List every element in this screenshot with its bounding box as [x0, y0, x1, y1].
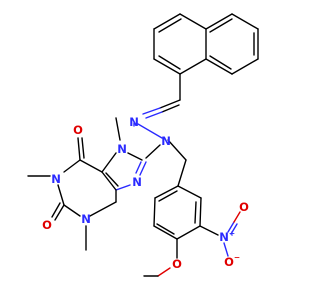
n3-label: N	[81, 212, 91, 226]
nitro-nitrogen-charge: +	[229, 229, 235, 238]
nitro-nitrogen-label: N	[219, 230, 229, 244]
naphthalene-group	[153, 13, 259, 75]
methine-linker	[142, 73, 181, 119]
molecule-structure-diagram: N N N N N N O O N + O O − O	[27, 13, 259, 277]
c6-carbonyl-oxygen-label: O	[73, 123, 83, 137]
imine-nitrogen-label: N	[129, 115, 139, 129]
n7-label: N	[117, 142, 127, 156]
n1-label: N	[51, 172, 61, 186]
nitro-methoxy-benzyl-group	[143, 139, 241, 277]
nitro-oxygen-bottom-label: O	[224, 255, 234, 269]
c2-carbonyl-oxygen-label: O	[42, 218, 52, 232]
atom-labels: N N N N N N O O N + O O − O	[42, 115, 249, 271]
nitro-oxygen-top-label: O	[239, 200, 249, 214]
hydrazine-bond	[133, 122, 163, 139]
amine-nitrogen-label: N	[161, 134, 171, 148]
nitro-oxygen-charge: −	[234, 253, 240, 262]
structure-svg: N N N N N N O O N + O O − O	[27, 13, 259, 277]
purine-core	[27, 117, 161, 251]
methoxy-oxygen-label: O	[172, 257, 182, 271]
n9-label: N	[132, 175, 142, 189]
